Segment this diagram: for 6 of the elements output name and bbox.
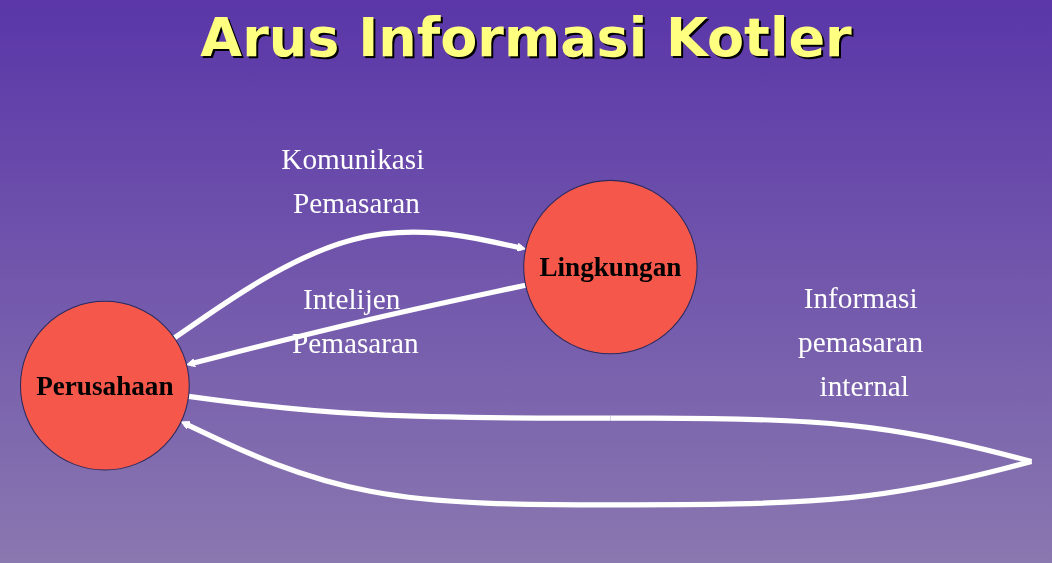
diagram-title: Arus Informasi Kotler — [200, 6, 852, 69]
edge-label: Intelijen Pemasaran — [290, 282, 420, 362]
node-label: Perusahaan — [36, 369, 174, 404]
edge-label: Komunikasi Pemasaran — [280, 142, 426, 222]
edge-label: Informasi pemasaran internal — [797, 281, 925, 405]
node-label: Lingkungan — [539, 251, 682, 285]
